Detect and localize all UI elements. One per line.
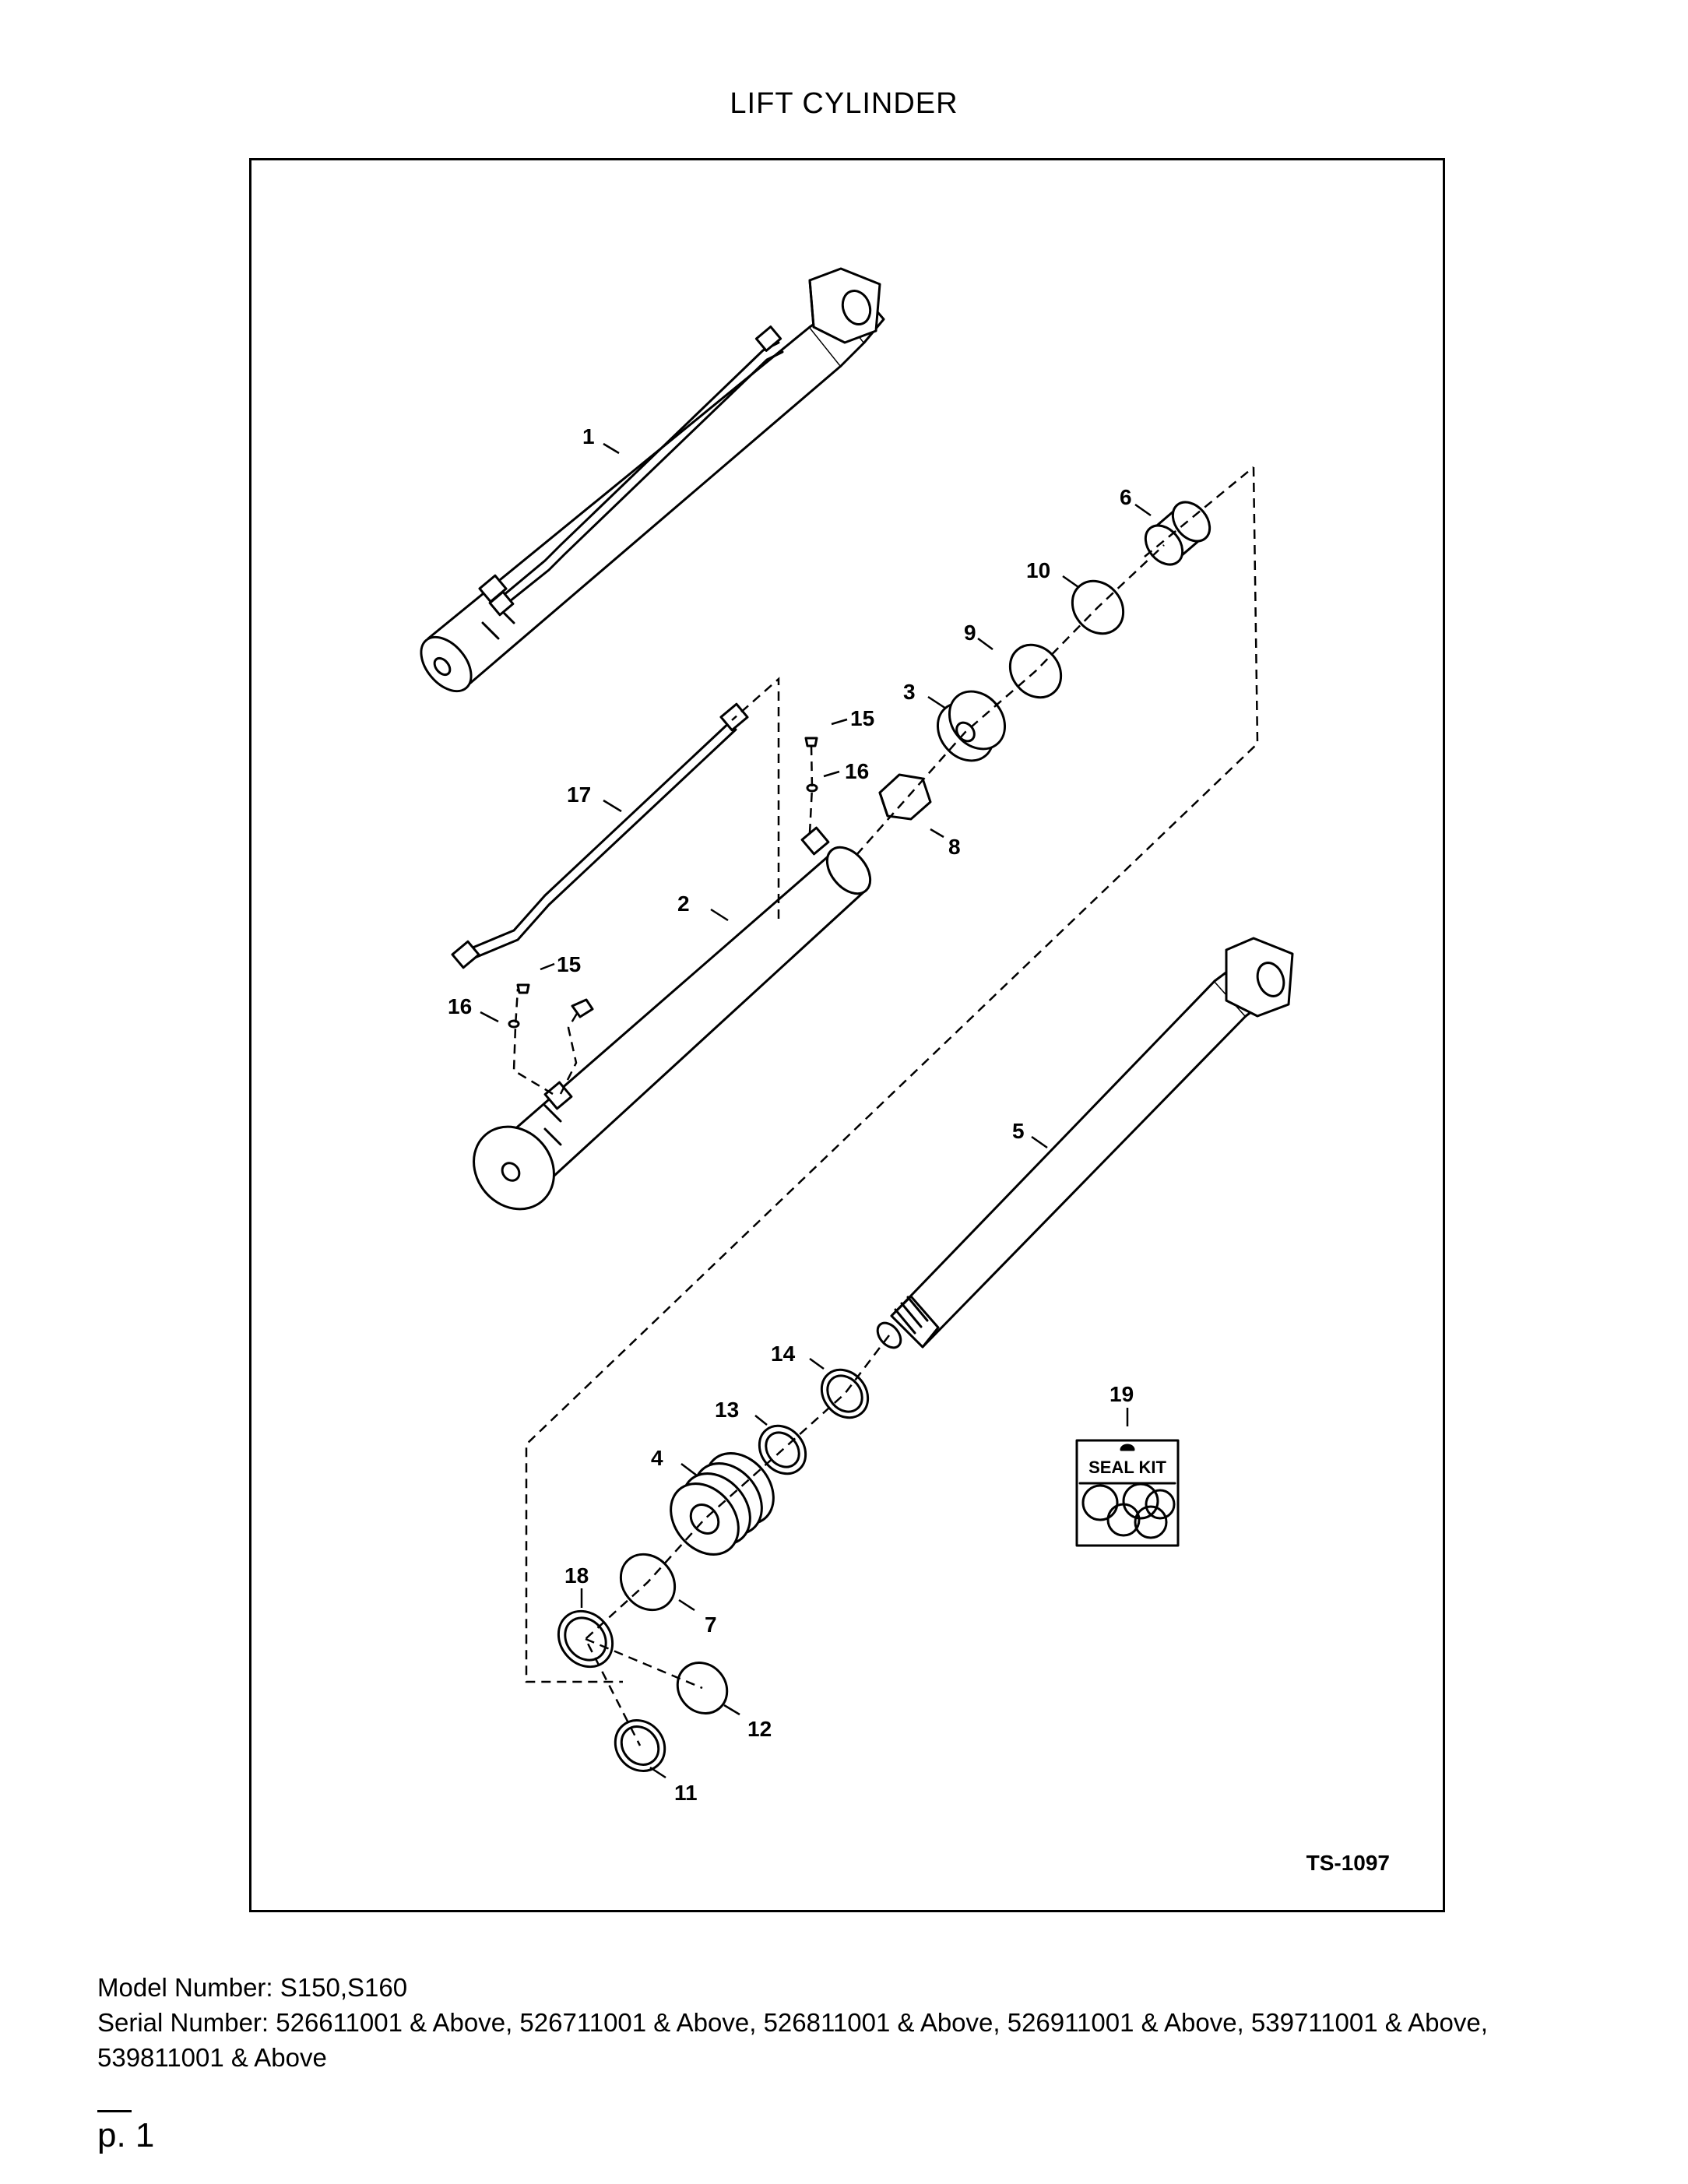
callout-12: 12 <box>747 1717 772 1741</box>
callout-6: 6 <box>1120 485 1132 509</box>
callout-11: 11 <box>674 1781 698 1805</box>
callout-leaders <box>480 442 1152 1779</box>
diagram-frame <box>249 158 1445 1912</box>
callout-numbers: 1 2 3 4 5 6 7 8 9 10 11 12 13 14 15 15 1… <box>448 424 1134 1805</box>
model-number-line: Model Number: S150,S160 <box>97 1973 408 2002</box>
part-19-seal-kit <box>1075 1439 1180 1547</box>
callout-1: 1 <box>582 424 595 448</box>
page-number: p. 1 <box>97 2116 155 2154</box>
callout-10: 10 <box>1026 558 1050 582</box>
parts-15-16-fittings-bottom <box>508 983 594 1029</box>
part-5-rod <box>876 937 1294 1349</box>
serial-number-line: Serial Number: 526611001 & Above, 526711… <box>97 2008 1488 2072</box>
callout-17: 17 <box>567 783 591 807</box>
callout-15-bottom: 15 <box>557 952 581 976</box>
callout-2: 2 <box>677 892 690 916</box>
callout-3: 3 <box>903 680 916 704</box>
part-2-barrel <box>473 826 872 1211</box>
callout-14: 14 <box>771 1342 796 1366</box>
callout-16-bottom: 16 <box>448 994 472 1018</box>
callout-5: 5 <box>1012 1119 1025 1143</box>
callout-18: 18 <box>564 1563 589 1588</box>
seal-kit-label: SEAL KIT <box>1088 1458 1166 1477</box>
callout-9: 9 <box>964 621 976 645</box>
part-17-tube <box>451 702 749 969</box>
callout-8: 8 <box>948 835 961 859</box>
drawing-id: TS-1097 <box>1306 1851 1390 1875</box>
callout-15-top: 15 <box>850 706 874 730</box>
part-14-ring <box>820 1368 870 1419</box>
footer: Model Number: S150,S160 Serial Number: 5… <box>97 1970 1577 2075</box>
callout-16-top: 16 <box>845 759 869 783</box>
part-1-cylinder-assembly <box>420 267 885 693</box>
callout-4: 4 <box>651 1446 663 1470</box>
page-title: LIFT CYLINDER <box>730 87 958 120</box>
callout-13: 13 <box>715 1398 739 1422</box>
explosion-dashed-lines <box>512 466 1259 1746</box>
callout-7: 7 <box>705 1613 717 1637</box>
callout-19: 19 <box>1110 1382 1134 1406</box>
page-number-rule <box>97 2110 132 2112</box>
